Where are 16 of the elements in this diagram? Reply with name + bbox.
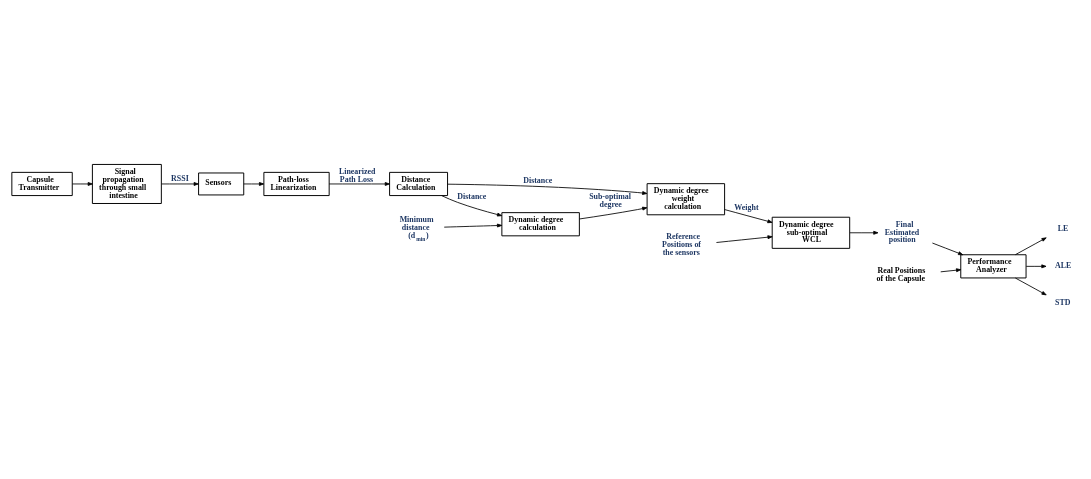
arrow [724,209,773,224]
arrow [849,230,879,235]
arrow [1025,264,1047,269]
arrow [1014,237,1047,256]
arrow [447,183,648,195]
arrow [441,195,503,217]
arrow [328,182,390,186]
arrow [443,223,503,228]
arrow [932,242,964,256]
arrow [716,235,773,243]
arrow [71,182,93,186]
arrow [161,182,199,186]
arrow [1014,277,1047,296]
arrow [940,268,962,273]
arrow [243,182,265,186]
arrow [579,206,648,220]
